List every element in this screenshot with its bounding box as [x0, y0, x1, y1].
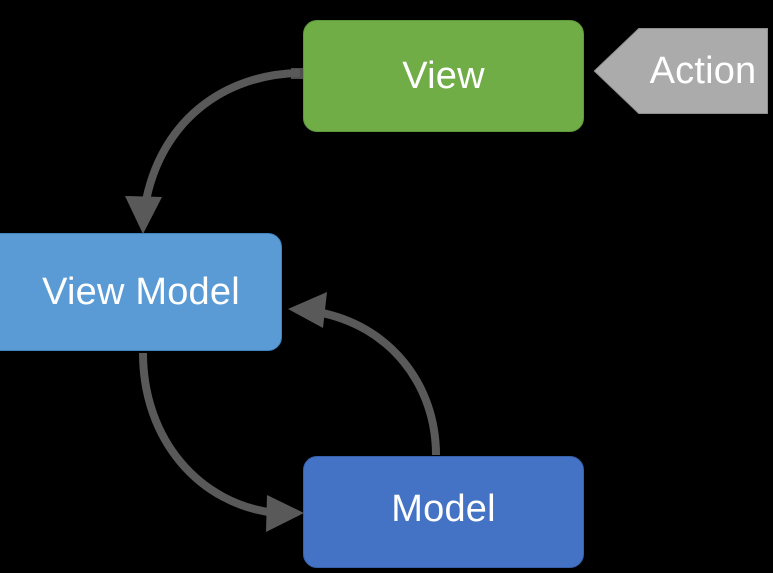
arrowhead-model-to-view-model: [288, 292, 327, 328]
node-view-model-label: View Model: [42, 271, 240, 313]
connector-view-model-to-model: [139, 352, 277, 517]
node-model[interactable]: Model: [303, 456, 584, 568]
node-model-label: Model: [391, 488, 496, 530]
arrowhead-view-model-to-model: [266, 495, 304, 532]
node-view-label: View: [402, 55, 485, 97]
connector-view-to-view-model: [141, 69, 301, 207]
node-action-label: Action: [649, 50, 757, 92]
node-view[interactable]: View: [303, 20, 584, 132]
node-view-model[interactable]: View Model: [0, 233, 282, 351]
node-action[interactable]: Action: [595, 29, 767, 113]
arrowhead-view-to-view-model: [125, 196, 162, 234]
connector-model-to-view-model: [316, 308, 440, 456]
